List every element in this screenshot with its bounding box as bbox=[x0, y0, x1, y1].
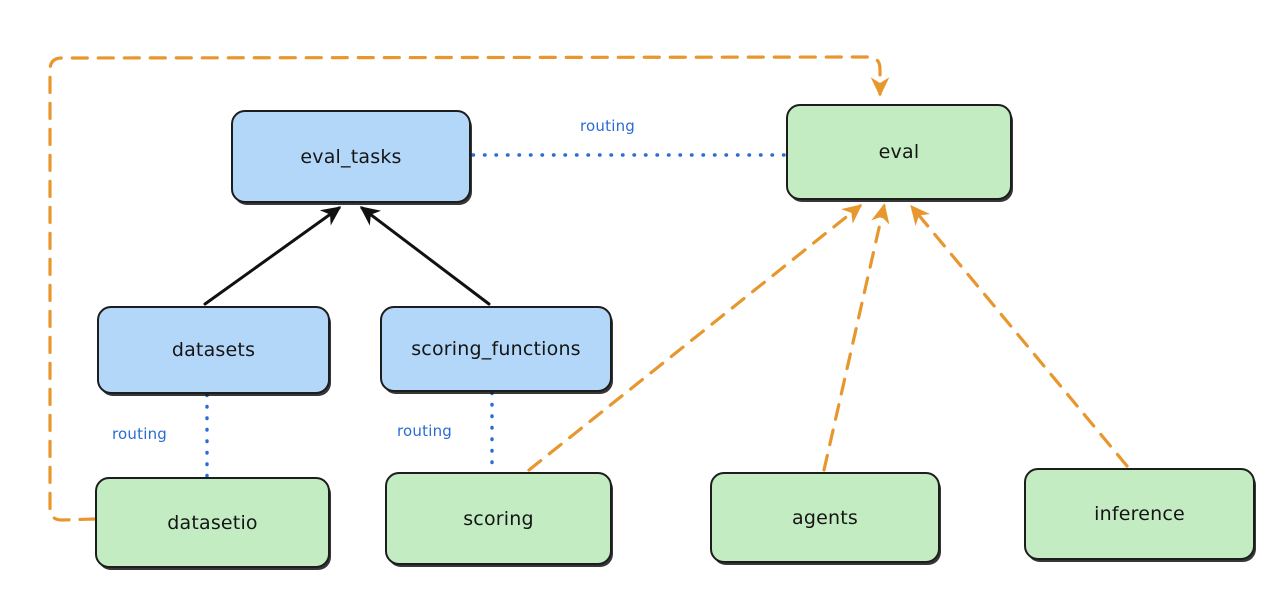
node-label: agents bbox=[792, 506, 858, 529]
node-scoring[interactable]: scoring bbox=[385, 472, 612, 565]
edge-scoring-to-eval bbox=[527, 204, 863, 472]
edge-datasetio-to-eval bbox=[48, 55, 890, 522]
node-eval-tasks[interactable]: eval_tasks bbox=[231, 110, 471, 203]
edge-agents-to-eval bbox=[822, 203, 890, 472]
node-eval[interactable]: eval bbox=[786, 104, 1012, 200]
node-label: eval_tasks bbox=[300, 145, 402, 168]
node-label: eval bbox=[878, 141, 920, 163]
edge-label-routing-datasetio: routing bbox=[112, 425, 167, 443]
node-datasetio[interactable]: datasetio bbox=[95, 477, 330, 568]
node-scoring-functions[interactable]: scoring_functions bbox=[380, 306, 612, 392]
node-label: scoring_functions bbox=[411, 338, 581, 360]
node-label: inference bbox=[1094, 503, 1185, 525]
edge-label-routing-eval: routing bbox=[580, 117, 635, 135]
edge-datasets-to-eval_tasks bbox=[203, 206, 342, 306]
node-label: datasetio bbox=[167, 511, 258, 534]
node-label: scoring bbox=[463, 507, 534, 530]
node-label: datasets bbox=[171, 339, 256, 361]
edge-label-routing-scoring: routing bbox=[397, 422, 452, 440]
edge-scoring_functions-to-eval_tasks bbox=[359, 206, 491, 306]
node-datasets[interactable]: datasets bbox=[97, 306, 330, 394]
node-agents[interactable]: agents bbox=[710, 472, 940, 563]
node-inference[interactable]: inference bbox=[1024, 468, 1255, 560]
edge-inference-to-eval bbox=[910, 204, 1129, 468]
